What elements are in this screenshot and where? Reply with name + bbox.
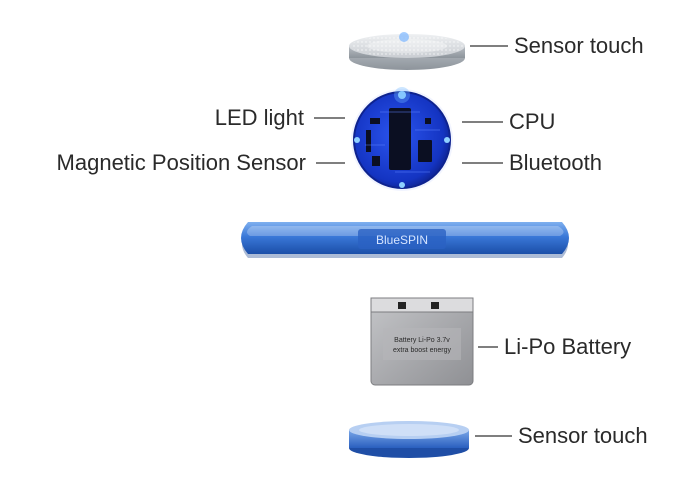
- battery-terminal-icon: [431, 302, 439, 309]
- label-sensor-touch-bottom: Sensor touch: [518, 423, 648, 448]
- label-cpu: CPU: [509, 109, 556, 134]
- spinner-logo: BlueSPIN: [376, 233, 428, 247]
- label-sensor-touch-top: Sensor touch: [514, 33, 644, 58]
- cpu-chip-icon: [389, 108, 411, 170]
- label-magnetic-position-sensor: Magnetic Position Sensor: [56, 150, 306, 175]
- battery-label-line1: Battery Li-Po 3.7v: [394, 337, 450, 344]
- pcb-board: [351, 87, 453, 191]
- bottom-sensor-touch-cap: [349, 421, 469, 458]
- battery-terminal-icon: [398, 302, 406, 309]
- label-led-light: LED light: [214, 105, 304, 130]
- spinner-body: BlueSPIN: [241, 222, 569, 258]
- top-sensor-touch-disc: [349, 32, 465, 70]
- bluetooth-module-icon: [418, 140, 432, 162]
- label-bluetooth: Bluetooth: [509, 150, 602, 175]
- label-lipo-battery: Li-Po Battery: [504, 334, 632, 359]
- lipo-battery: Battery Li-Po 3.7v extra boost energy: [370, 297, 474, 386]
- led-light-icon: [398, 91, 406, 99]
- battery-label-line2: extra boost energy: [393, 347, 451, 354]
- leader-lines: [314, 45, 512, 437]
